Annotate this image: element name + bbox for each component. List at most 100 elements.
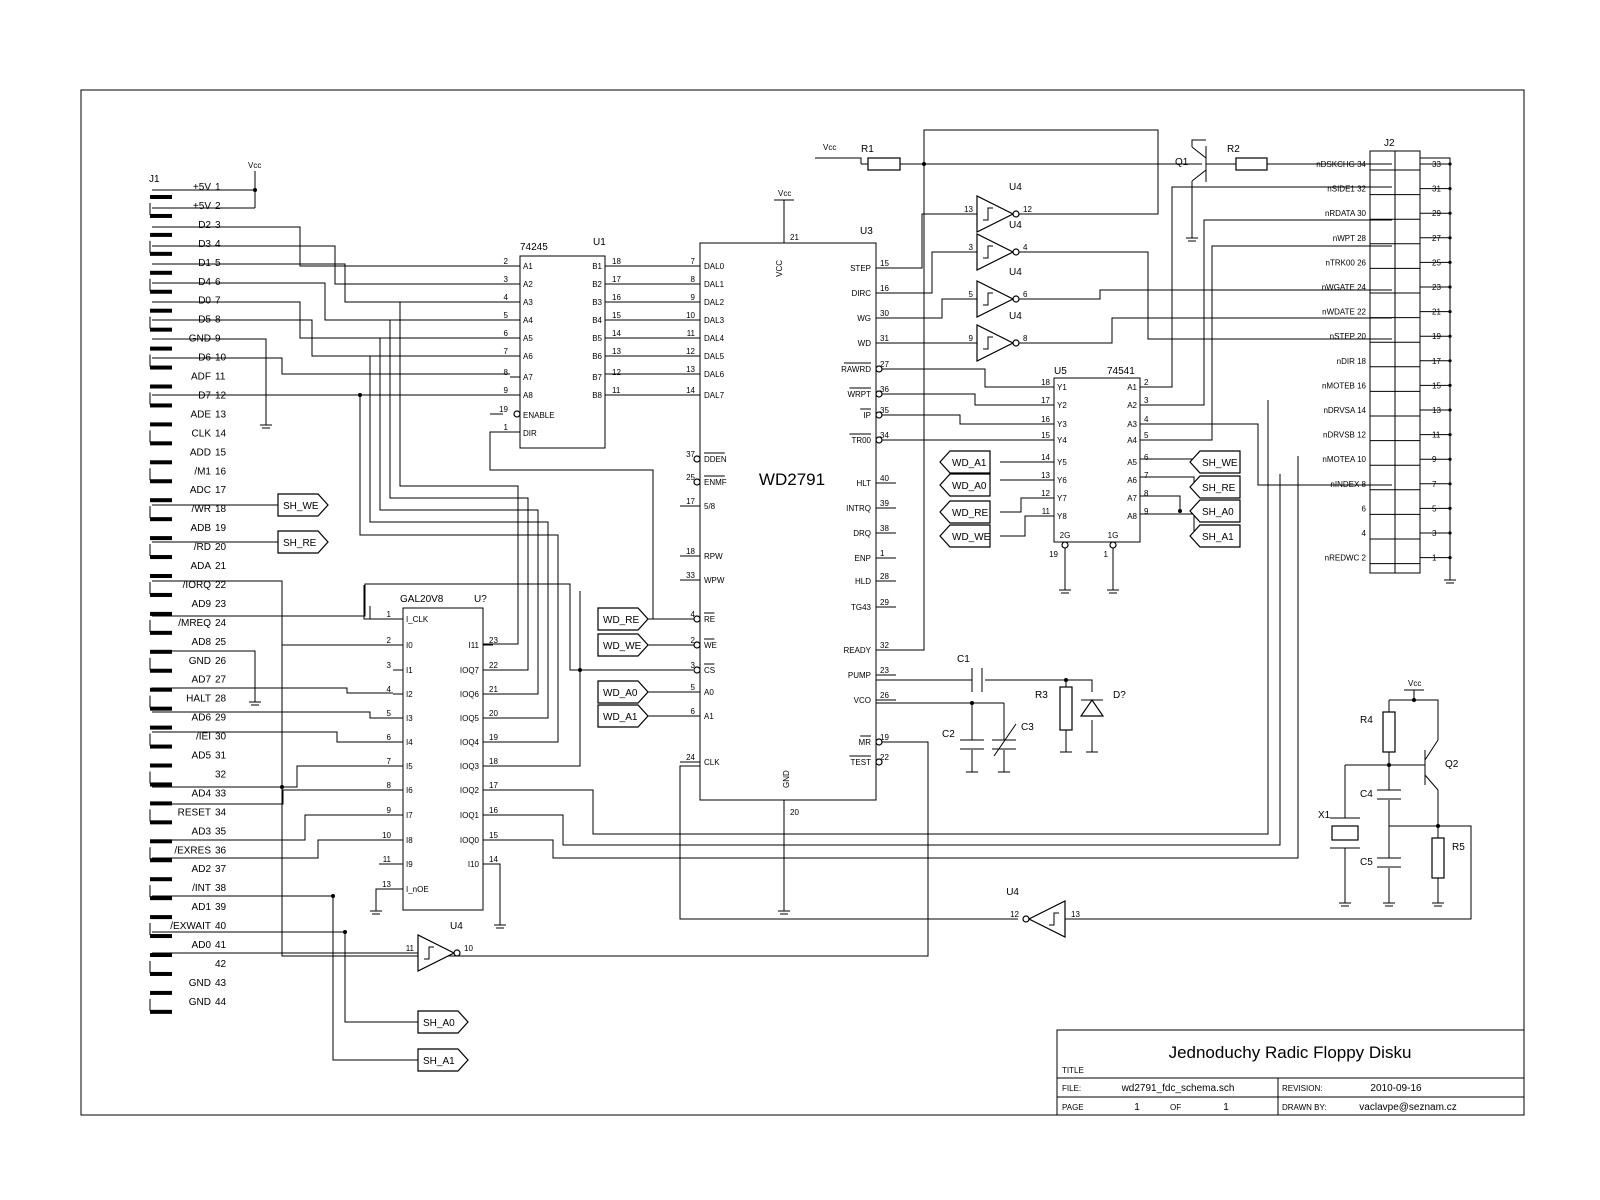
u3-pin-number: 30 (880, 309, 889, 318)
gal-pin-number: 22 (489, 661, 498, 670)
port-sh-a1-label: SH_A1 (423, 1056, 455, 1067)
j2-junction (1448, 433, 1452, 437)
u3-pin-name: RAWRD (841, 365, 871, 374)
j1-pin-name: AD3 (192, 826, 212, 837)
j1-pin-contact (150, 839, 172, 844)
u5-pin-number: 13 (1041, 471, 1050, 480)
j1-pin-contact (150, 517, 172, 522)
u5-pin-number: 3 (1144, 396, 1149, 405)
j1-pin-contact (150, 990, 172, 995)
u3-pin-number: 32 (880, 641, 889, 650)
u1-pin-number: 19 (499, 405, 508, 414)
u3-gnd: GND (782, 770, 791, 788)
j2-pin-name: nWDATE 22 (1322, 308, 1366, 317)
u5-pin-number: 14 (1041, 453, 1050, 462)
u3-vcc: VCC (775, 260, 784, 277)
u1-pin-number: 18 (612, 257, 621, 266)
j1-pin-number: 25 (215, 637, 227, 648)
gal-pin-name: I_CLK (406, 615, 429, 624)
j1-pin-name: D2 (198, 220, 211, 231)
inverter-body (1027, 900, 1066, 938)
j1-pin-contact (150, 801, 172, 806)
u5-pin-number: 8 (1144, 489, 1149, 498)
inversion-bubble (875, 738, 883, 746)
inverter-pin-out: 6 (1023, 290, 1028, 299)
j1-pin-number: 44 (215, 997, 227, 1008)
j1-pin-contact (150, 195, 172, 199)
u3-pin-number: 36 (880, 385, 889, 394)
gal-pin-number: 21 (489, 685, 498, 694)
inverter-pin-in: 3 (969, 243, 974, 252)
gal-pin-number: 18 (489, 757, 498, 766)
u3-pin-number: 3 (691, 661, 696, 670)
gal-pin-number: 2 (387, 636, 392, 645)
u5-pin-name: 1G (1108, 531, 1119, 540)
gal-pin-number: 5 (387, 709, 392, 718)
j1-pin-contact (150, 896, 172, 901)
u3-pin-number: 8 (691, 275, 696, 284)
inversion-bubble (875, 390, 883, 398)
gal-part: GAL20V8 (400, 594, 444, 605)
page-count: 1 (1223, 1102, 1229, 1113)
port-sh-we-u5-label: SH_WE (1202, 458, 1238, 469)
port-wd-re-u5-label: WD_RE (952, 508, 988, 519)
j2-ref: J2 (1384, 138, 1395, 149)
u3-pin-number: 14 (686, 386, 695, 395)
u1-pin-number: 8 (504, 368, 509, 377)
gal-ref: U? (474, 594, 487, 605)
u1-pin-name: DIR (523, 429, 537, 438)
u5-pin-name: Y3 (1057, 420, 1067, 429)
gal-pin-number: 7 (387, 757, 392, 766)
gal-pin-name: IOQ7 (460, 666, 480, 675)
ic-u3-wd2791: U3WD2791VCC21GND20DAL07DAL18DAL29DAL310D… (680, 226, 896, 817)
inversion-bubble (453, 949, 461, 957)
wiring (152, 129, 1472, 1061)
j1-pin-contact (150, 668, 172, 673)
u3-pin-name: MR (859, 738, 872, 747)
j1-pin-name: AD9 (192, 599, 212, 610)
j1-pin-number: 3 (215, 220, 221, 231)
inversion-bubble (513, 410, 521, 418)
u1-pin-name: B1 (592, 262, 602, 271)
u3-pin-number: 21 (790, 233, 799, 242)
j2-junction (1448, 187, 1452, 191)
u1-pin-number: 3 (504, 275, 509, 284)
u5-pin-number: 9 (1144, 507, 1149, 516)
j1-pin-name: GND (189, 656, 211, 667)
u3-pin-name: DIRC (851, 289, 871, 298)
u3-pin-number: 23 (880, 666, 889, 675)
u3-pin-number: 24 (686, 753, 695, 762)
j1-pin-number: 5 (215, 258, 221, 269)
u1-pin-name: A8 (523, 391, 533, 400)
u3-pin-number: 1 (880, 549, 885, 558)
u5-ref: U5 (1054, 366, 1067, 377)
j2-pin-name: nDRVSA 14 (1323, 406, 1366, 415)
j1-pin-number: 26 (215, 656, 227, 667)
gal-pin-number: 11 (383, 855, 392, 864)
j1-pin-contact (150, 820, 172, 825)
port-wd-a1-label: WD_A1 (603, 712, 638, 723)
j1-pin-contact (150, 327, 172, 332)
gal-pin-name: I_nOE (406, 885, 429, 894)
u5-pin-name: Y2 (1057, 401, 1067, 410)
port-wd-re-u5 (939, 500, 991, 524)
gal-pin-number: 3 (387, 661, 392, 670)
j1-pin-name: GND (189, 334, 211, 345)
q2-collector (1424, 739, 1439, 761)
j1-pin-number: 2 (215, 201, 221, 212)
u3-pin-number: 39 (880, 499, 889, 508)
u3-pin-name: DAL6 (704, 370, 725, 379)
j1-pin-number: 30 (215, 732, 227, 743)
q1-label: Q1 (1175, 157, 1189, 168)
inverter-pin-in: 13 (1071, 910, 1080, 919)
j1-pin-contact (150, 858, 172, 863)
u1-pin-name: A1 (523, 262, 533, 271)
j1-pin-contact (150, 498, 172, 503)
j1-pin-name: AD8 (192, 637, 212, 648)
inversion-bubble (875, 411, 883, 419)
j2-pin-name: 4 (1362, 529, 1367, 538)
transistor-q2: Q2 (1413, 739, 1459, 791)
